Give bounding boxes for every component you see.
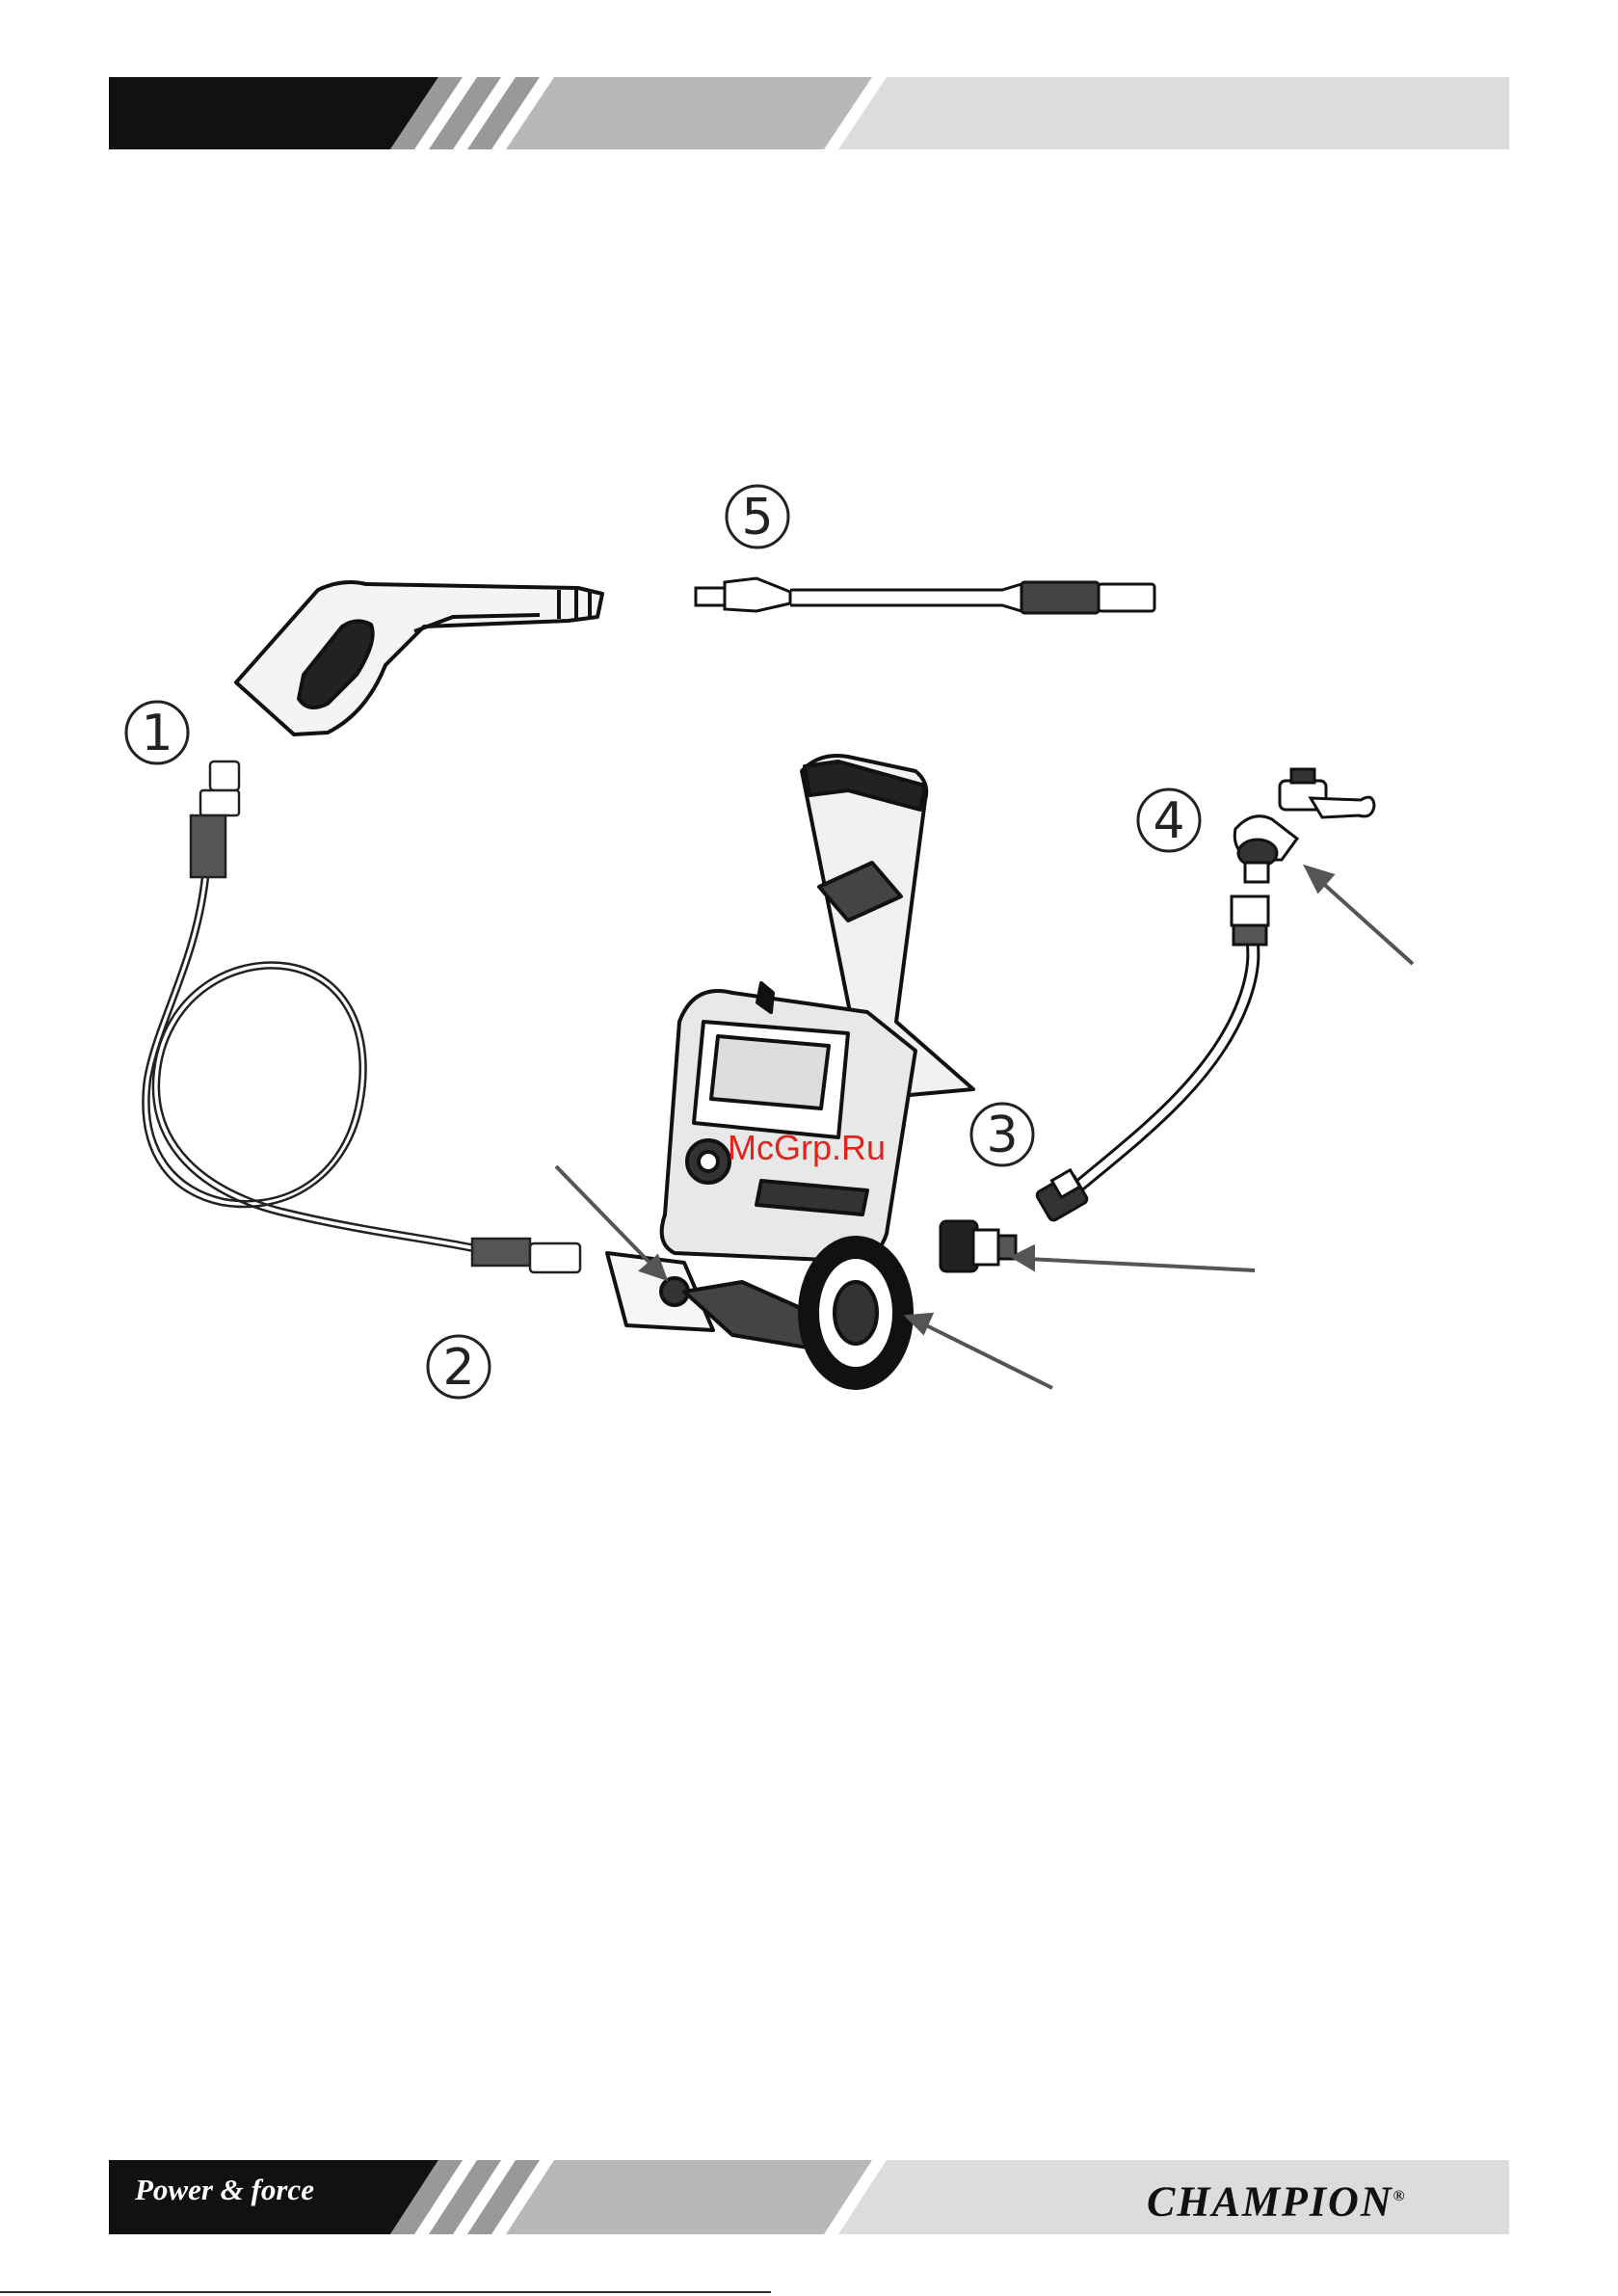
spray-gun-drawing bbox=[236, 582, 602, 734]
pressure-washer-drawing bbox=[607, 756, 973, 1388]
registered-mark: ® bbox=[1393, 2188, 1405, 2204]
callout-2: 2 bbox=[428, 1336, 490, 1398]
header-band-black bbox=[109, 77, 438, 149]
inlet-connector-drawing bbox=[941, 1221, 1016, 1271]
footer-band-mid bbox=[506, 2160, 872, 2234]
header-band-mid bbox=[506, 77, 872, 149]
callout-5: 5 bbox=[727, 486, 788, 547]
callout-4: 4 bbox=[1138, 789, 1200, 851]
callout-4-label: 4 bbox=[1153, 792, 1184, 850]
brand-logo: CHAMPION® bbox=[1147, 2171, 1465, 2223]
callout-5-label: 5 bbox=[741, 489, 773, 547]
callout-2-label: 2 bbox=[442, 1339, 474, 1397]
hose-coil-drawing bbox=[143, 761, 580, 1272]
header-band-light bbox=[838, 77, 1509, 149]
callout-3-label: 3 bbox=[986, 1107, 1018, 1164]
watermark-text: McGrp.Ru bbox=[728, 1128, 886, 1167]
callout-1: 1 bbox=[126, 702, 188, 763]
callout-3: 3 bbox=[971, 1104, 1033, 1165]
header-band bbox=[0, 0, 1618, 174]
brand-logo-text: CHAMPION bbox=[1147, 2178, 1393, 2226]
callout-1-label: 1 bbox=[141, 705, 172, 762]
footer-rule bbox=[0, 2291, 771, 2293]
lance-drawing bbox=[696, 578, 1154, 613]
garden-hose-drawing bbox=[1035, 896, 1268, 1222]
pressure-washer-assembly-figure: 1 2 3 4 5 bbox=[0, 463, 1618, 1427]
footer-slogan: Power & force bbox=[135, 2169, 385, 2211]
